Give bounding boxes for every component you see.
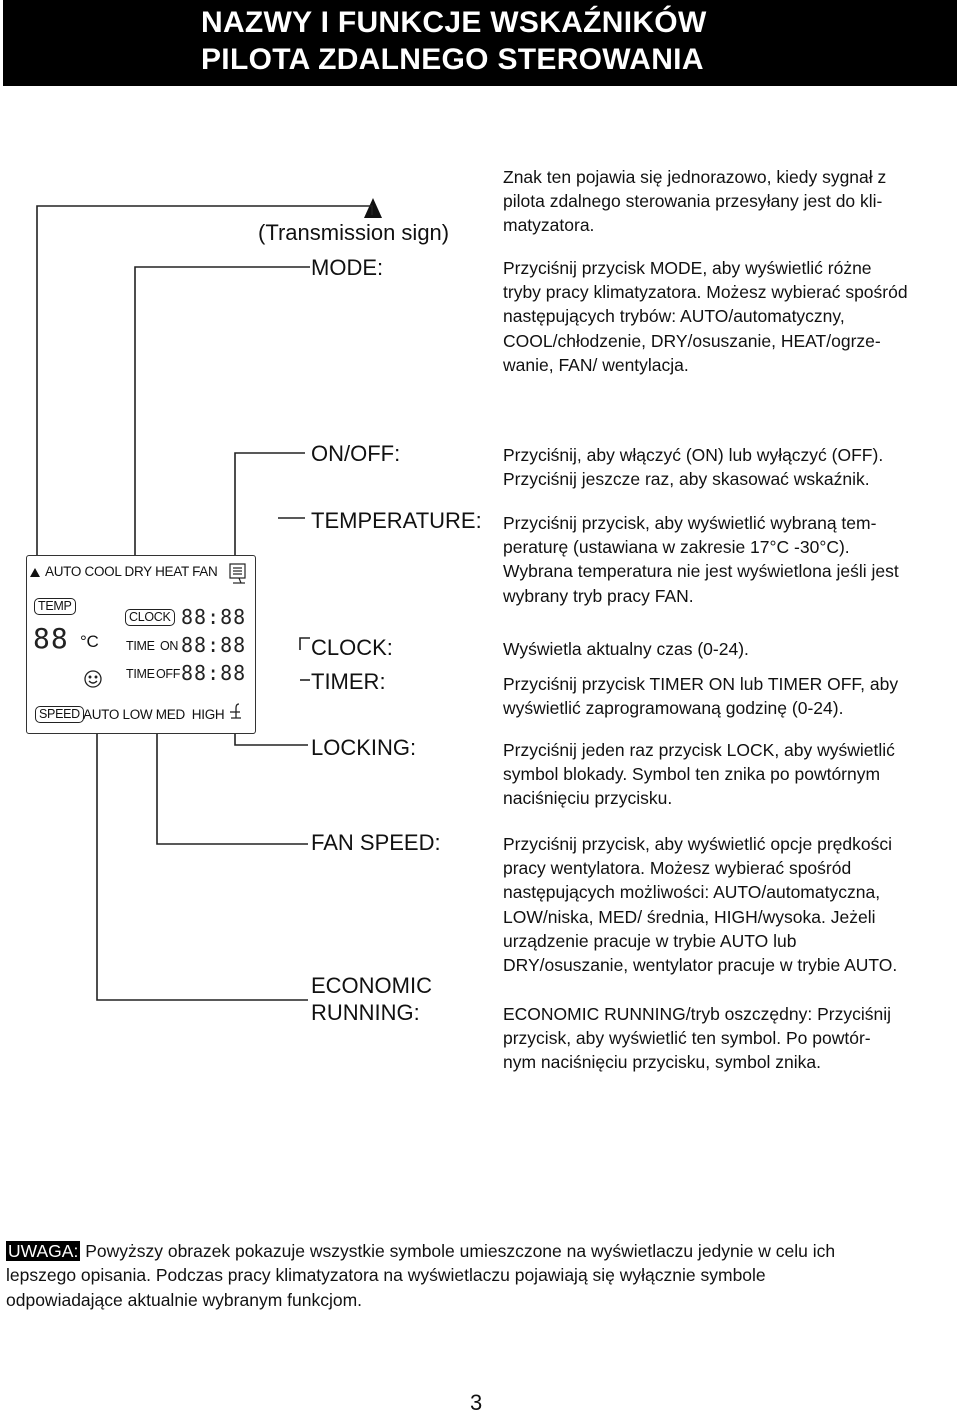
- desc-transmission: Znak ten pojawia się jednorazowo, kiedy …: [503, 167, 887, 236]
- fan-icon: [229, 563, 246, 584]
- lcd-transmission-icon: [30, 568, 40, 577]
- lock-icon: [230, 703, 241, 719]
- desc-timer: Przyciśnij przycisk TIMER ON lub TIMER O…: [503, 674, 899, 719]
- label-locking: LOCKING:: [311, 735, 417, 760]
- page-number: 3: [470, 1390, 483, 1415]
- desc-onoff: Przyciśnij, aby włączyć (ON) lub wyłączy…: [503, 445, 884, 490]
- desc-temperature: Przyciśnij przycisk, aby wyświetlić wybr…: [503, 513, 899, 606]
- lcd-on-label: ON: [160, 639, 179, 653]
- lcd-speed-tag: SPEED: [35, 706, 84, 723]
- lcd-timer-off-digits: 88:88: [181, 661, 247, 685]
- smiley-icon: [84, 670, 102, 688]
- note-line-2: lepszego opisania. Podczas pracy klimaty…: [6, 1265, 766, 1286]
- label-fanspeed: FAN SPEED:: [311, 830, 441, 855]
- label-economic-1: ECONOMIC: [311, 973, 432, 998]
- leader-economic: [96, 731, 308, 1001]
- lcd-display: AUTO COOL DRY HEAT FAN TEMP 88 °C CLOCK …: [26, 555, 256, 734]
- lcd-clock-digits: 88:88: [181, 605, 247, 629]
- page-title: NAZWY I FUNKCJE WSKAŹNIKÓW PILOTA ZDALNE…: [201, 6, 707, 76]
- desc-mode: Przyciśnij przycisk MODE, aby wyświetlić…: [503, 258, 908, 375]
- desc-fanspeed: Przyciśnij przycisk, aby wyświetlić opcj…: [503, 834, 898, 976]
- desc-locking: Przyciśnij jeden raz przycisk LOCK, aby …: [503, 740, 895, 809]
- note-line-1: Powyższy obrazek pokazuje wszystkie symb…: [80, 1241, 836, 1261]
- note-line-3: odpowiadające aktualnie wybranym funkcjo…: [6, 1289, 363, 1310]
- page-header: NAZWY I FUNKCJE WSKAŹNIKÓW PILOTA ZDALNE…: [3, 0, 957, 86]
- label-timer: TIMER:: [311, 669, 386, 694]
- lcd-clock-tag: CLOCK: [125, 609, 175, 626]
- label-transmission: (Transmission sign): [258, 220, 450, 245]
- lcd-off-label: OFF: [156, 667, 181, 681]
- lcd-temp-tag: TEMP: [34, 598, 76, 615]
- label-temperature: TEMPERATURE:: [311, 508, 482, 533]
- label-onoff: ON/OFF:: [311, 441, 401, 466]
- lcd-temp-unit: °C: [80, 632, 99, 651]
- lcd-speed-row: AUTO LOW MED HIGH: [83, 707, 225, 722]
- leader-clock: [299, 637, 310, 650]
- transmission-triangle-icon: [364, 198, 382, 218]
- lcd-timer-on-label: TIME: [126, 639, 155, 653]
- lcd-mode-row: AUTO COOL DRY HEAT FAN: [45, 564, 218, 579]
- label-clock: CLOCK:: [311, 635, 393, 660]
- lcd-graphics: [30, 563, 246, 719]
- lcd-temp-digits: 88: [33, 622, 69, 655]
- label-economic-2: RUNNING:: [311, 1000, 420, 1025]
- label-mode: MODE:: [311, 255, 384, 280]
- lcd-timer-off-label: TIME: [126, 667, 155, 681]
- leader-mode: [134, 266, 310, 560]
- note: UWAGA: Powyższy obrazek pokazuje wszystk…: [6, 1239, 956, 1312]
- desc-economic: ECONOMIC RUNNING/tryb oszczędny: Przyciś…: [503, 1004, 891, 1073]
- leader-fanspeed: [156, 731, 308, 845]
- lcd-timer-on-digits: 88:88: [181, 633, 247, 657]
- leader-onoff: [234, 452, 305, 565]
- desc-clock: Wyświetla aktualny czas (0-24).: [503, 639, 749, 659]
- note-tag: UWAGA:: [6, 1241, 81, 1261]
- leader-transmission: [36, 205, 373, 568]
